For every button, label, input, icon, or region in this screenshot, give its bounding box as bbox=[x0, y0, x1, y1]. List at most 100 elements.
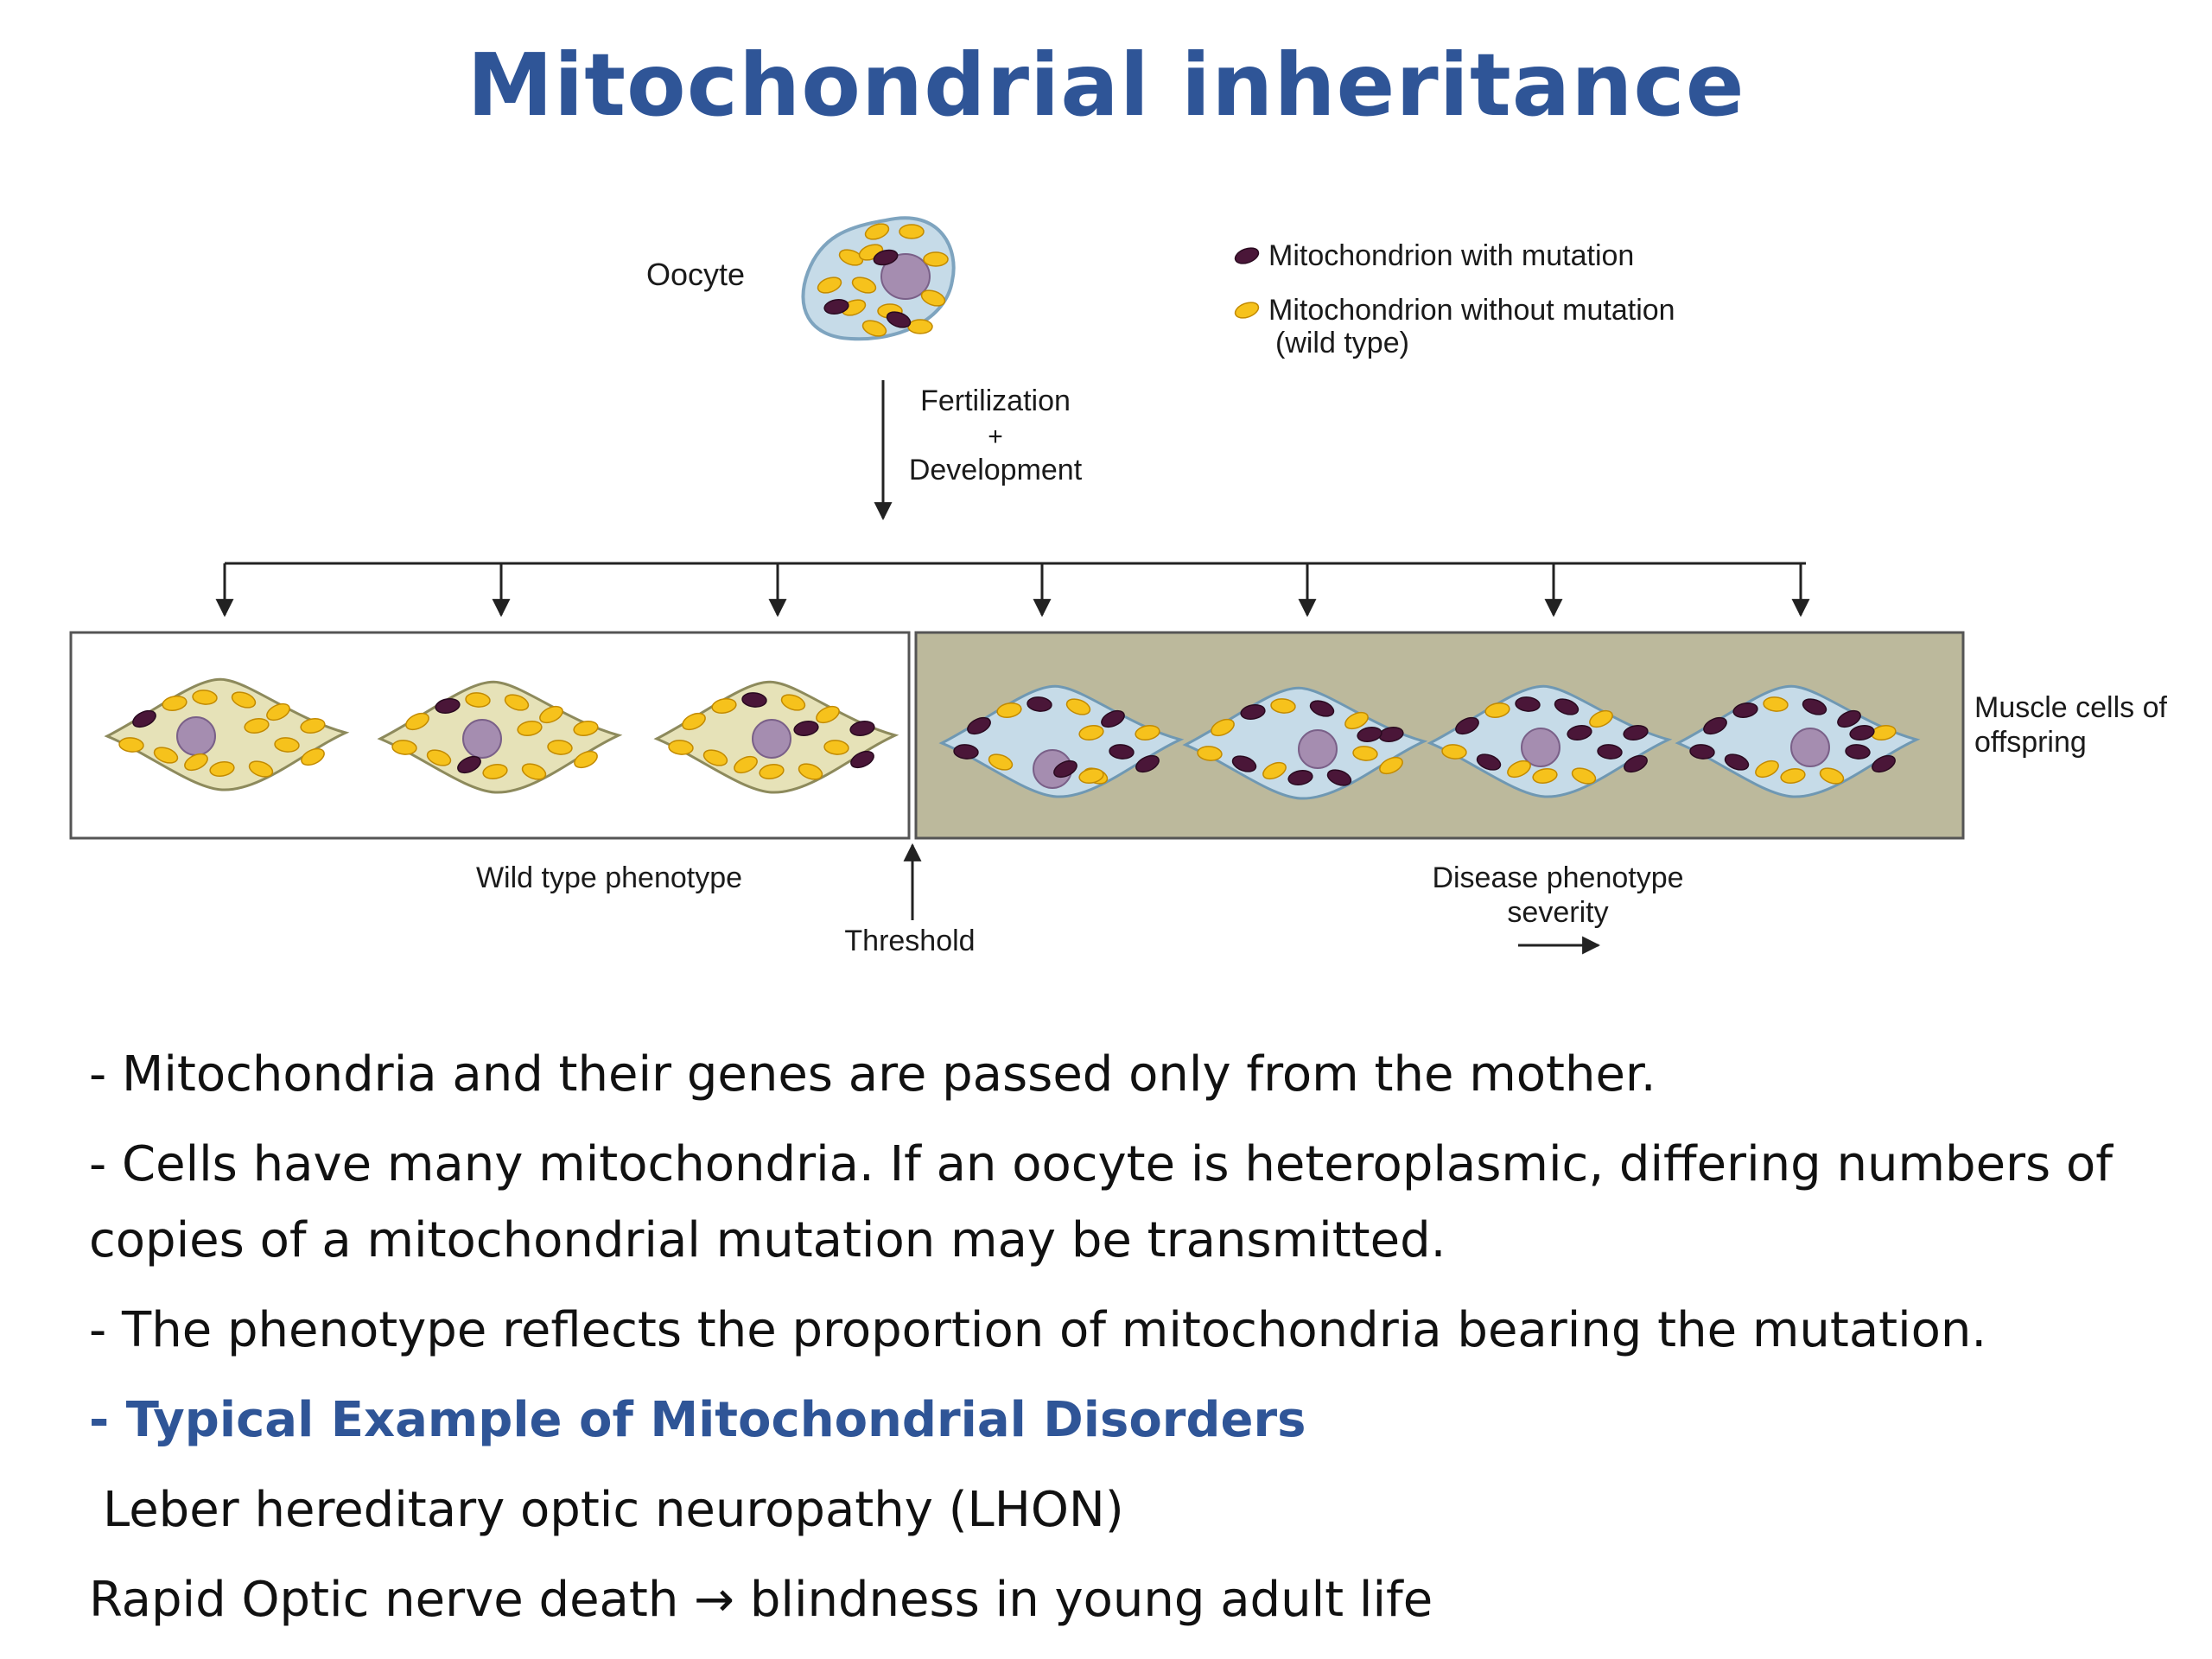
wildtype-mitochondrion bbox=[547, 740, 573, 755]
mutant-mitochondrion bbox=[1515, 696, 1541, 712]
wildtype-mitochondrion bbox=[1819, 767, 1845, 785]
mutant-mitochondrion bbox=[1309, 700, 1335, 717]
bullet-list: - Mitochondria and their genes are passe… bbox=[89, 1037, 2163, 1652]
wildtype-mitochondrion bbox=[301, 747, 325, 766]
wildtype-mitochondrion bbox=[1763, 696, 1789, 712]
mutant-mitochondrion bbox=[1240, 704, 1266, 720]
wildtype-mitochondrion bbox=[1532, 768, 1558, 784]
bullet-maternal: - Mitochondria and their genes are passe… bbox=[89, 1046, 1656, 1103]
wildtype-mitochondrion bbox=[1755, 760, 1779, 779]
muscle-cells-label: Muscle cells of bbox=[1974, 691, 2168, 724]
wildtype-mitochondrion bbox=[1197, 746, 1223, 761]
wildtype-mitochondrion bbox=[521, 763, 547, 780]
muscle-cell bbox=[377, 680, 623, 794]
mutant-mitochondrion bbox=[1872, 754, 1896, 773]
mutant-mitochondrion bbox=[1554, 698, 1580, 715]
wildtype-mitochondrion bbox=[851, 276, 877, 294]
legend-wildtype-icon bbox=[1234, 302, 1260, 319]
mutant-mitochondrion bbox=[1849, 725, 1875, 741]
muscle-cells-sublabel: offspring bbox=[1974, 726, 2087, 759]
muscle-cell bbox=[104, 677, 350, 791]
wildtype-mitochondrion bbox=[817, 276, 842, 294]
wild-type-phenotype-label: Wild type phenotype bbox=[476, 861, 742, 894]
wildtype-mitochondrion bbox=[244, 718, 270, 734]
legend-mutant-label: Mitochondrion with mutation bbox=[1268, 239, 1634, 272]
wildtype-mitochondrion bbox=[816, 705, 840, 724]
process-line1: Fertilization bbox=[920, 385, 1071, 417]
bullet-blindness: Rapid Optic nerve death → blindness in y… bbox=[89, 1572, 1433, 1628]
disease-phenotype-label: Disease phenotype bbox=[1432, 861, 1683, 894]
mutant-mitochondrion bbox=[1053, 760, 1077, 779]
wildtype-mitochondrion bbox=[1078, 768, 1104, 784]
mutant-mitochondrion bbox=[1455, 716, 1479, 735]
bullet-lhon: Leber hereditary optic neuropathy (LHON) bbox=[103, 1482, 1124, 1538]
wildtype-mitochondrion bbox=[1589, 709, 1613, 728]
wildtype-mitochondrion bbox=[465, 692, 491, 708]
legend-mutant-icon bbox=[1234, 247, 1260, 264]
wildtype-mitochondrion bbox=[734, 755, 758, 774]
mutant-mitochondrion bbox=[1597, 744, 1623, 760]
mutant-mitochondrion bbox=[967, 716, 991, 735]
wildtype-mitochondrion bbox=[1344, 711, 1369, 730]
mutant-mitochondrion bbox=[886, 311, 912, 328]
mutant-mitochondrion bbox=[741, 692, 767, 708]
cell-nucleus bbox=[462, 719, 502, 759]
wildtype-mitochondrion bbox=[1262, 761, 1287, 780]
wildtype-mitochondrion bbox=[899, 224, 925, 239]
mutant-mitochondrion bbox=[132, 709, 156, 728]
mutant-mitochondrion bbox=[823, 299, 849, 315]
mutant-mitochondrion bbox=[1326, 769, 1352, 786]
wildtype-mitochondrion bbox=[426, 749, 452, 766]
oocyte-mitochondria bbox=[817, 223, 949, 337]
legend-wildtype-sublabel: (wild type) bbox=[1275, 327, 1409, 359]
wildtype-mitochondrion bbox=[266, 702, 290, 721]
distribution-arrows bbox=[215, 563, 1810, 618]
wildtype-mitochondrion bbox=[711, 698, 737, 714]
wildtype-mitochondrion bbox=[274, 737, 300, 753]
mutant-mitochondrion bbox=[1135, 754, 1160, 773]
wildtype-mitochondrion bbox=[482, 764, 508, 779]
mutant-mitochondrion bbox=[849, 721, 875, 736]
wildtype-mitochondrion bbox=[209, 761, 235, 777]
muscle-cell bbox=[653, 680, 899, 794]
bullet-example-heading: - Typical Example of Mitochondrial Disor… bbox=[89, 1392, 1306, 1448]
wildtype-mitochondrion bbox=[574, 750, 598, 769]
wildtype-mitochondrion bbox=[1507, 760, 1531, 779]
wildtype-mitochondrion bbox=[907, 319, 933, 334]
wildtype-mitochondrion bbox=[391, 740, 417, 755]
wildtype-mitochondrion bbox=[573, 721, 599, 736]
wildtype-mitochondrion bbox=[1078, 725, 1104, 741]
slide-title: Mitochondrial inheritance bbox=[467, 35, 1745, 136]
mutant-mitochondrion bbox=[1837, 709, 1861, 728]
wildtype-mitochondrion bbox=[1352, 746, 1378, 761]
wildtype-mitochondrion bbox=[248, 760, 274, 778]
mutant-mitochondrion bbox=[1287, 770, 1313, 785]
cell-nucleus bbox=[1298, 729, 1338, 769]
mutant-mitochondrion bbox=[1231, 755, 1257, 772]
wildtype-mitochondrion bbox=[1441, 744, 1467, 760]
mutant-mitochondrion bbox=[850, 750, 874, 769]
muscle-cell bbox=[1427, 684, 1673, 798]
wildtype-mitochondrion bbox=[504, 694, 530, 711]
wildtype-mitochondrion bbox=[1484, 702, 1510, 718]
muscle-cell bbox=[1675, 684, 1921, 798]
wildtype-mitochondrion bbox=[118, 737, 144, 753]
mutant-mitochondrion bbox=[1624, 754, 1648, 773]
mutant-mitochondrion bbox=[1027, 696, 1052, 712]
wildtype-mitochondrion bbox=[192, 690, 218, 705]
wildtype-mitochondrion bbox=[539, 705, 563, 724]
wildtype-mitochondrion bbox=[517, 721, 543, 736]
legend-wildtype-label: Mitochondrion without mutation bbox=[1268, 294, 1675, 327]
mutant-mitochondrion bbox=[1845, 744, 1871, 760]
cell-nucleus bbox=[1521, 728, 1560, 767]
wildtype-mitochondrion bbox=[1379, 756, 1403, 775]
process-line3: Development bbox=[909, 454, 1083, 486]
wildtype-mitochondrion bbox=[759, 764, 785, 779]
mutant-mitochondrion bbox=[1109, 744, 1135, 760]
wildtype-mitochondrion bbox=[162, 696, 188, 711]
wildtype-mitochondrion bbox=[405, 712, 429, 731]
process-line2: + bbox=[988, 423, 1003, 451]
wildtype-mitochondrion bbox=[920, 289, 946, 307]
muscle-cell bbox=[938, 684, 1185, 798]
oocyte-label: Oocyte bbox=[646, 257, 745, 292]
